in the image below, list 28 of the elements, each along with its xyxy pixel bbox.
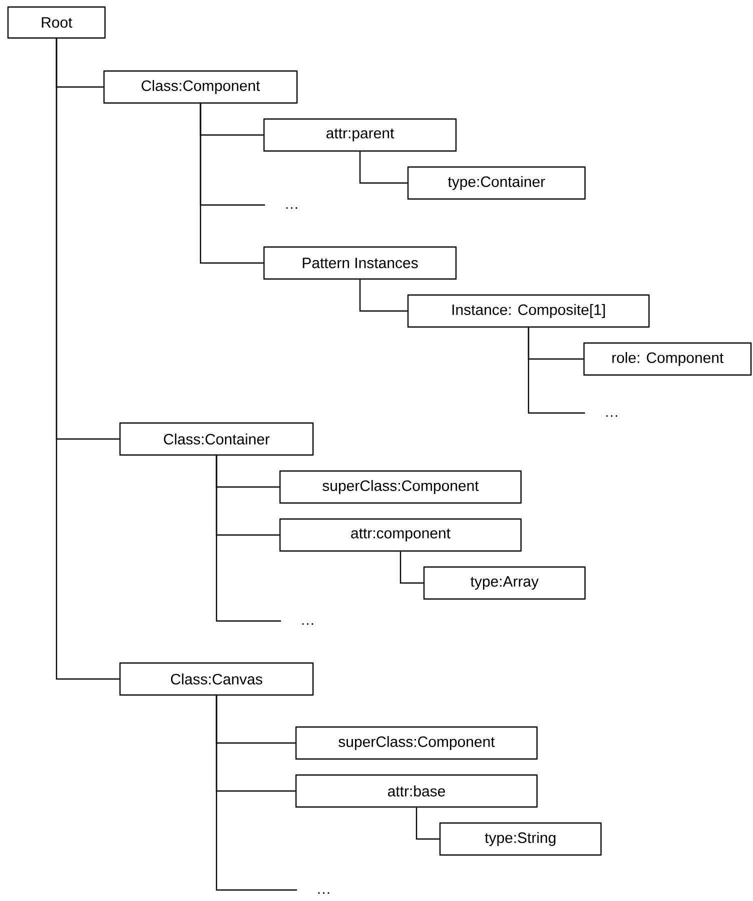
connector-line [359, 152, 408, 184]
connector-line [359, 280, 408, 312]
connector-line [56, 38, 120, 680]
ellipsis-text: … [606, 415, 618, 417]
tree-box: superClass:Component [295, 726, 538, 760]
tree-box: superClass:Component [279, 470, 522, 504]
tree-box: attr:parent [263, 118, 457, 152]
connector-line [216, 696, 297, 891]
ellipsis-text: … [302, 623, 314, 625]
tree-box: attr:component [279, 518, 522, 552]
tree-box: type:Container [407, 166, 586, 200]
tree-box: Root [7, 6, 106, 39]
ellipsis-text: … [318, 892, 330, 894]
connector-line [528, 328, 585, 414]
tree-box: role: Component [583, 342, 752, 376]
tree-box: attr:base [295, 774, 538, 808]
connector-line [200, 104, 264, 264]
tree-box: Instance: Composite[1] [407, 294, 650, 328]
connector-line [216, 456, 281, 622]
tree-box: type:String [439, 822, 602, 856]
connector-line [416, 808, 440, 840]
tree-box: Class:Container [119, 422, 314, 456]
connector-line [400, 552, 424, 584]
ellipsis-text: … [286, 207, 298, 209]
tree-box: Pattern Instances [263, 246, 457, 280]
tree-box: type:Array [423, 566, 586, 600]
tree-box: Class:Component [103, 70, 298, 104]
tree-box: Class:Canvas [119, 662, 314, 696]
